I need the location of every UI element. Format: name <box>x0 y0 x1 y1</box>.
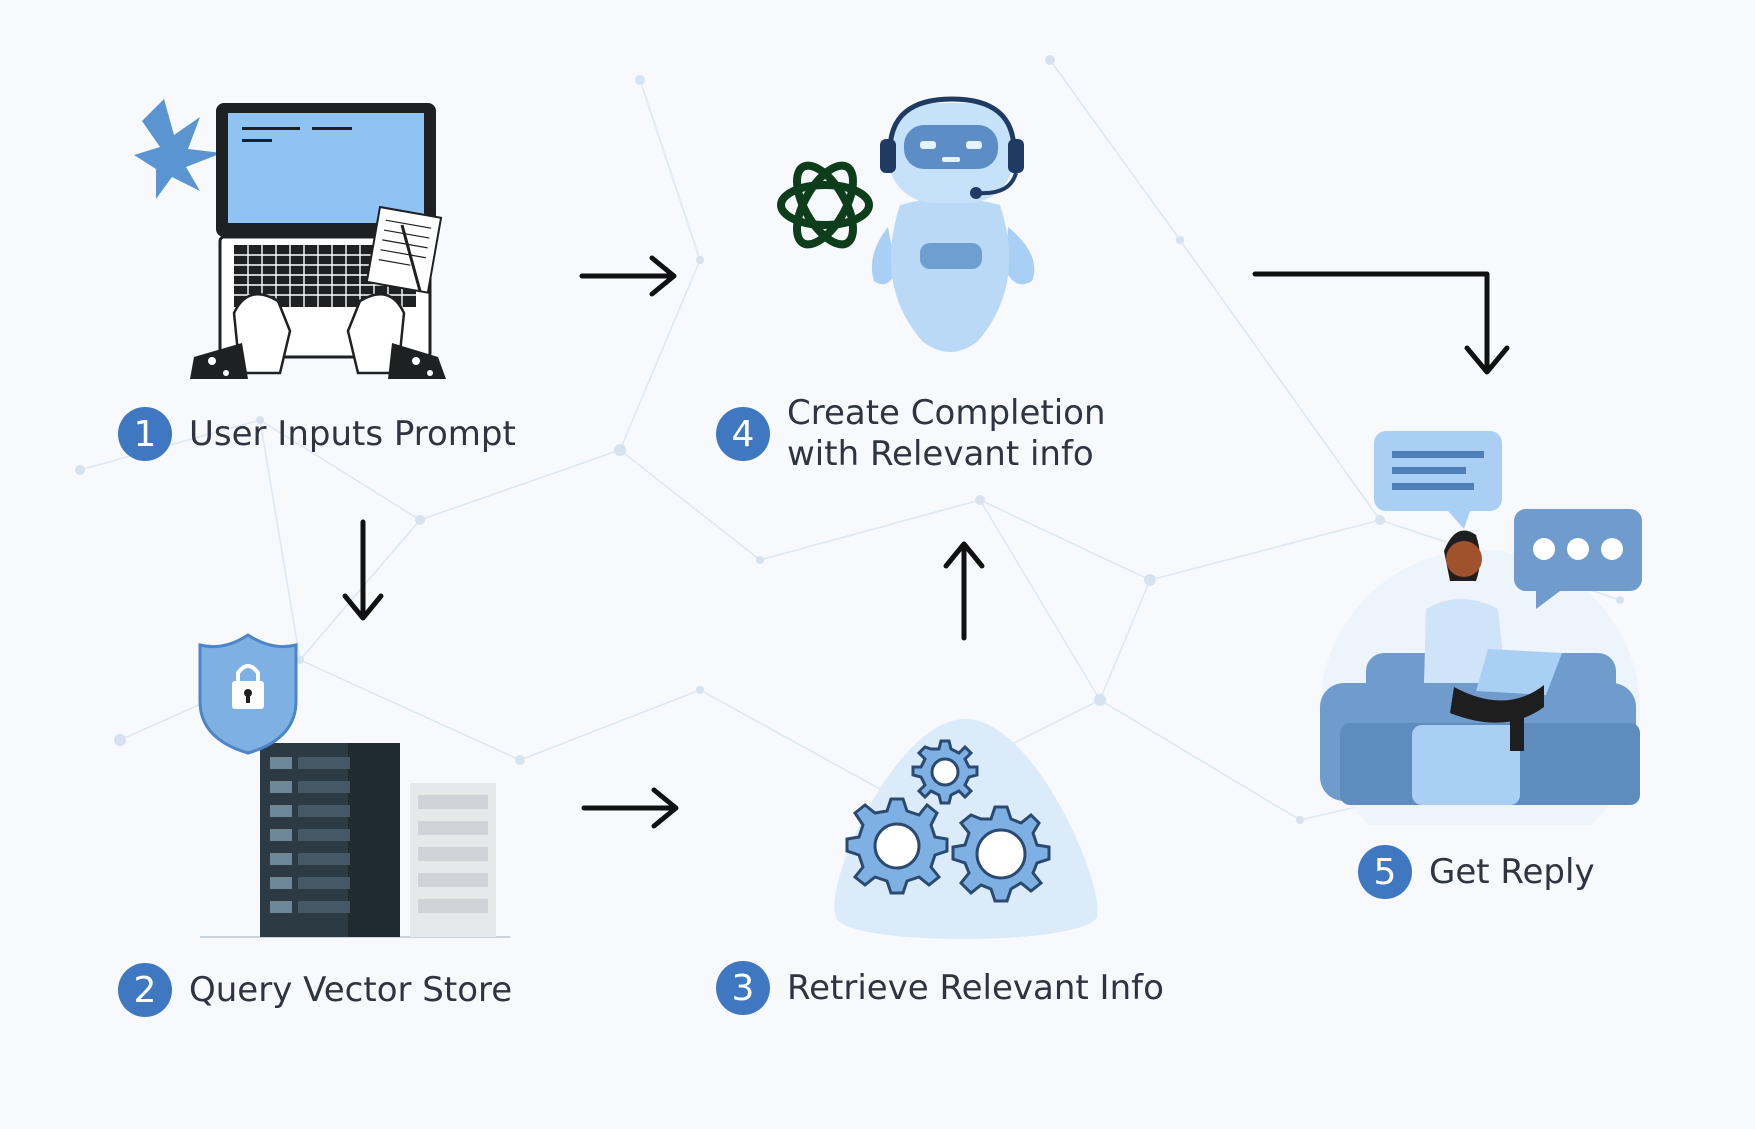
laptop-typing-icon <box>134 99 446 379</box>
step-4: 4 Create Completion with Relevant info <box>716 393 1106 475</box>
server-shield-icon <box>198 633 510 938</box>
arrow-1-to-2 <box>342 519 384 621</box>
step-1: 1 User Inputs Prompt <box>118 407 516 461</box>
step-label-line: User Inputs Prompt <box>189 413 516 454</box>
arrow-2-to-3 <box>581 787 679 829</box>
step-label-line: Retrieve Relevant Info <box>787 967 1164 1008</box>
step-label-line: Create Completion <box>787 393 1106 433</box>
step-label-line: Query Vector Store <box>189 969 513 1010</box>
robot-openai-icon <box>777 96 1035 352</box>
step-3: 3 Retrieve Relevant Info <box>716 961 1164 1015</box>
step-label: Get Reply <box>1429 852 1595 893</box>
arrow-4-to-5 <box>1252 271 1510 375</box>
step-label: Create Completion with Relevant info <box>787 393 1106 475</box>
step-number-badge: 4 <box>716 407 770 461</box>
step-label-line: Get Reply <box>1429 851 1595 892</box>
arrow-3-to-4 <box>943 541 985 641</box>
openai-logo-icon <box>777 161 873 249</box>
chat-bubble-text-icon <box>1374 431 1502 529</box>
step-number-badge: 5 <box>1358 845 1412 899</box>
step-label: Query Vector Store <box>189 970 512 1011</box>
woman-laptop-chat-icon <box>1320 431 1642 825</box>
step-label: Retrieve Relevant Info <box>787 968 1164 1009</box>
step-number-badge: 1 <box>118 407 172 461</box>
step-5: 5 Get Reply <box>1358 845 1595 899</box>
step-2: 2 Query Vector Store <box>118 963 512 1017</box>
step-label: User Inputs Prompt <box>189 414 516 455</box>
step-label-line: with Relevant info <box>787 434 1094 474</box>
chat-bubble-dots-icon <box>1514 509 1642 609</box>
step-number-badge: 2 <box>118 963 172 1017</box>
step-number-badge: 3 <box>716 961 770 1015</box>
gears-icon <box>834 719 1098 940</box>
arrow-1-to-4 <box>579 255 677 297</box>
